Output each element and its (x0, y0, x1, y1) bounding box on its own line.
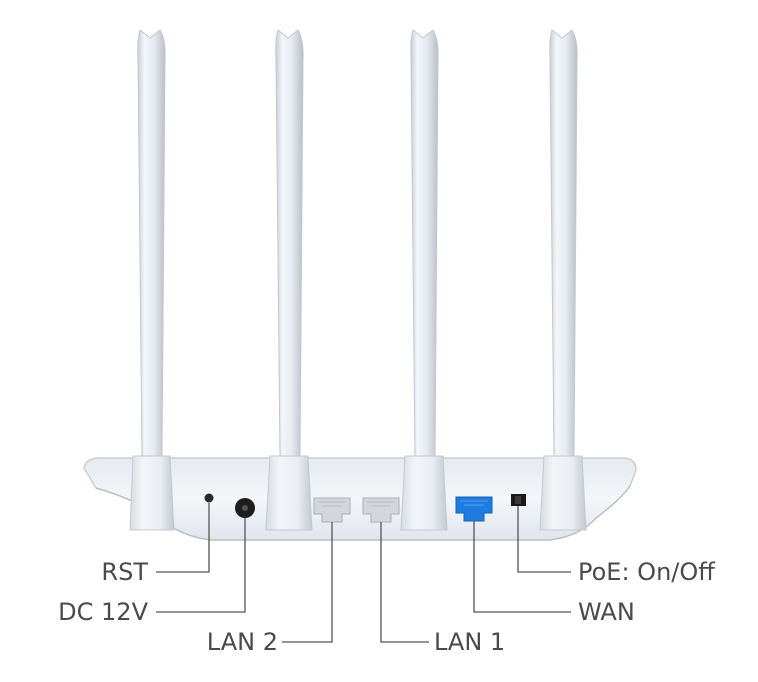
dc-leader-line (156, 518, 246, 613)
antenna-icon (265, 29, 313, 531)
antenna-icon (539, 29, 587, 531)
antenna-4 (539, 29, 587, 531)
ethernet-port-icon (313, 497, 351, 523)
ethernet-port-icon (362, 497, 400, 523)
leader-lines (156, 503, 571, 643)
dc-jack-icon (235, 498, 255, 518)
label-dc-12v: DC 12V (58, 598, 148, 626)
lan1-port (362, 497, 400, 523)
label-rst: RST (101, 558, 148, 586)
wan-leader-line (473, 521, 571, 613)
antenna-1 (129, 29, 175, 531)
antenna-icon (400, 29, 448, 531)
rst-leader-line (156, 503, 210, 573)
antenna-icon (129, 29, 175, 531)
lan1-leader-line (380, 522, 429, 643)
antenna-3 (400, 29, 448, 531)
toggle-switch-icon (511, 494, 526, 506)
lan2-leader-line (282, 522, 333, 643)
reset-pinhole-icon (204, 493, 214, 503)
label-lan1: LAN 1 (434, 628, 505, 656)
poe-switch (511, 494, 526, 506)
label-lan2: LAN 2 (207, 628, 278, 656)
label-wan: WAN (578, 598, 635, 626)
poe-leader-line (517, 506, 571, 573)
ethernet-port-icon (455, 496, 493, 522)
lan2-port (313, 497, 351, 523)
antenna-2 (265, 29, 313, 531)
wan-port (455, 496, 493, 522)
label-poe: PoE: On/Off (578, 558, 715, 586)
